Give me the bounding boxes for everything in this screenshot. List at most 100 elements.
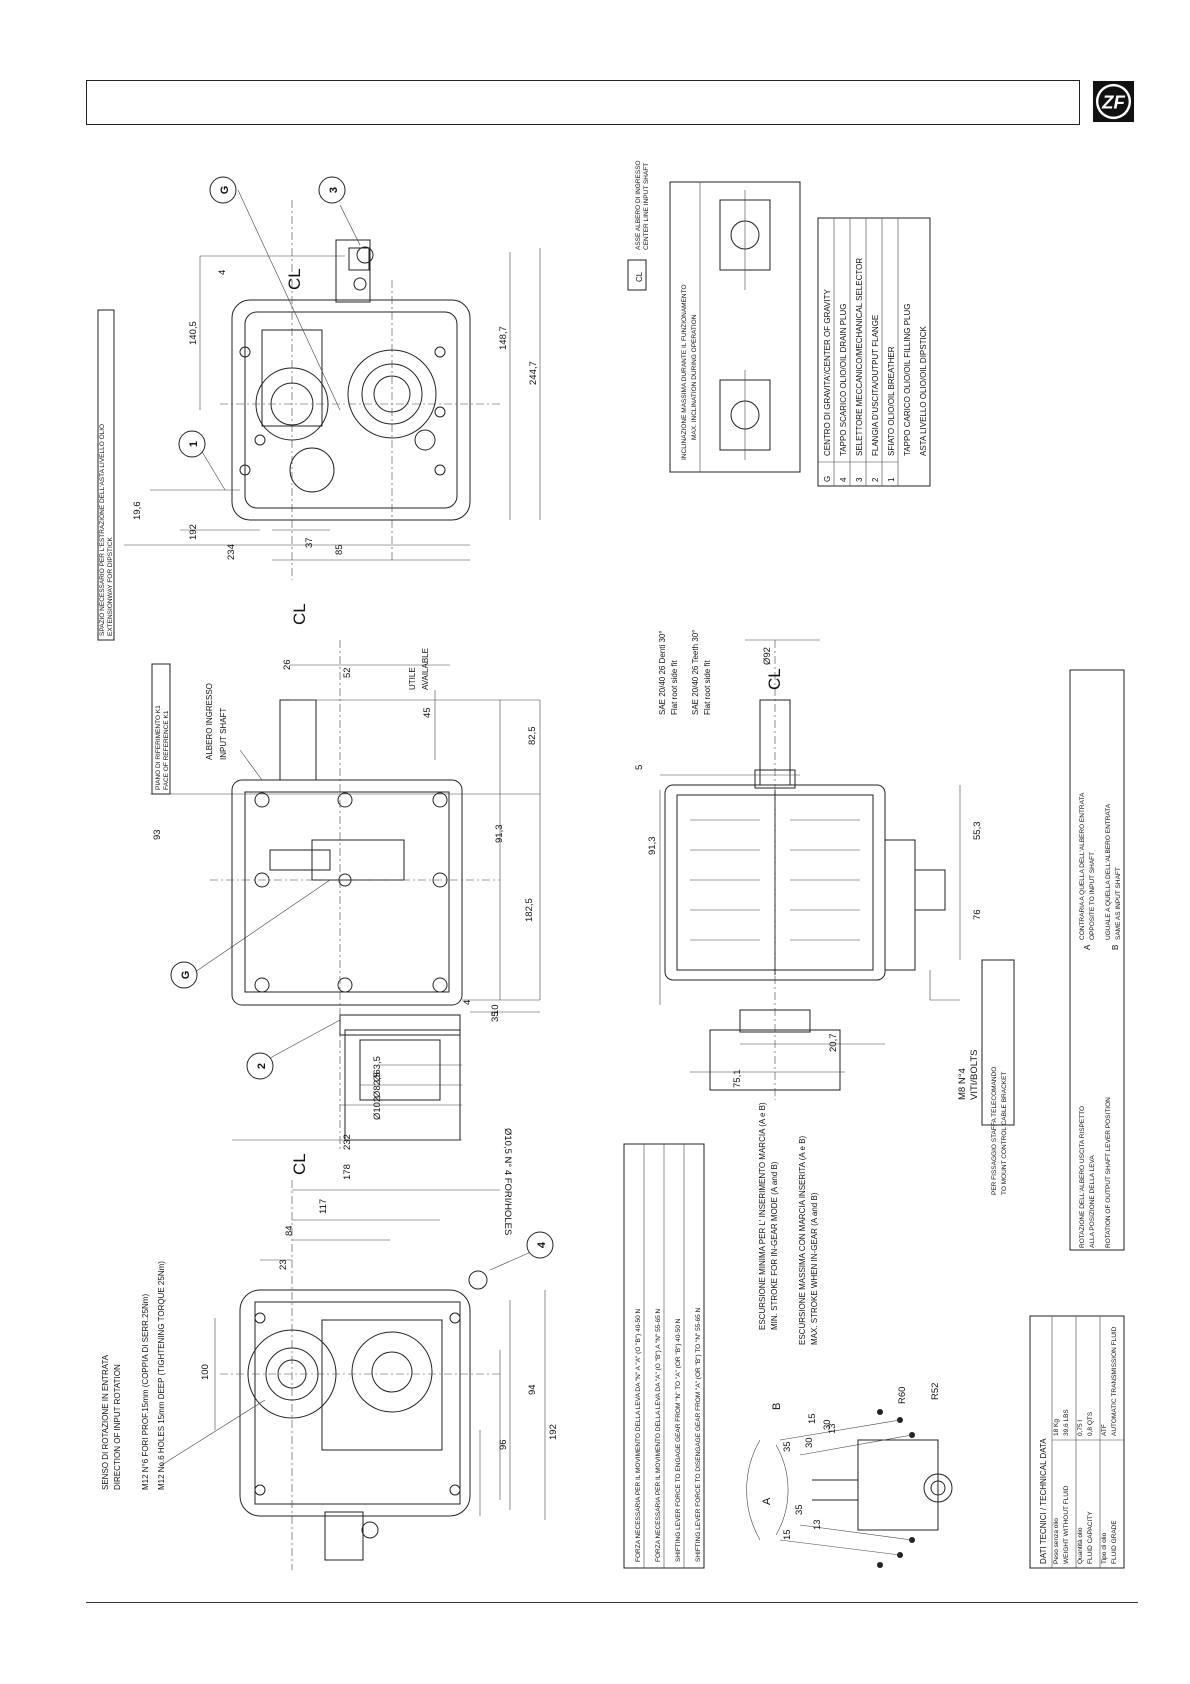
- lever-label-a: A: [761, 1497, 773, 1505]
- dim-output-view-5: 76: [972, 909, 983, 920]
- dim-side-view-9: 10: [490, 1004, 501, 1015]
- legend-key-3: 3: [855, 477, 864, 482]
- title-block: [86, 80, 1080, 125]
- dim-side-view-7: 182,5: [524, 898, 535, 922]
- cl-output: CL: [765, 668, 784, 690]
- dim-side-view-1: 26: [282, 659, 293, 670]
- dipstick-note-en: EXTENSIONWAY FOR DIPSTICK: [107, 536, 114, 636]
- spline-2: SAE 20/40 26 Teeth 30°: [691, 630, 700, 715]
- dim-output-view-4: 55,3: [972, 822, 983, 841]
- max-stroke-en: MAX. STROKE WHEN IN-GEAR (A and B): [810, 1192, 819, 1345]
- dim-front-view-4: 23: [278, 1259, 289, 1270]
- dim-top-view-6: 192: [188, 524, 199, 540]
- dim-top-view-1: 140,5: [188, 321, 199, 345]
- dim-lever-view-8: 13: [827, 1423, 838, 1434]
- dim-top-view-2: 4: [217, 270, 228, 275]
- min-stroke-en: MIN. STROKE FOR IN-GEAR MODE (A and B): [770, 1161, 779, 1330]
- dim-front-view-7: 94: [527, 1384, 538, 1395]
- dim-front-view-5: 100: [200, 1364, 211, 1380]
- legend-text-2: TAPPO SCARICO OLIO/OIL DRAIN PLUG: [839, 304, 848, 456]
- rotation-sense-en: DIRECTION OF INPUT ROTATION: [113, 1364, 122, 1490]
- dim-top-view-5: 19,6: [132, 502, 143, 521]
- dim-top-view-9: 85: [334, 544, 345, 555]
- lever-view: [746, 1409, 953, 1568]
- tech-label-it-3: Tipo di olio: [1101, 1532, 1108, 1564]
- force-row-1: FORZA NECESSARIA PER IL MOVIMENTO DELLA …: [635, 1308, 642, 1562]
- b-note-en: SAME AS INPUT SHAFT: [1115, 867, 1122, 940]
- tech-value-2-3: AUTOMATIC TRANSMISSION FLUID: [1111, 1326, 1118, 1436]
- available-label: AVAILABLE: [421, 648, 430, 690]
- force-row-3: SHIFTING LEVER FORCE TO ENGAGE GEAR FROM…: [675, 1318, 682, 1562]
- tech-value-1-3: ATF: [1101, 1424, 1108, 1436]
- cl-symbol: CL: [635, 271, 644, 282]
- label-a-output: A: [1083, 944, 1092, 950]
- utile-label: UTILE: [408, 667, 417, 690]
- ref-face-en: FACE OF REFERENCE K1: [163, 710, 170, 790]
- tech-value-1-1: 18 Kg: [1053, 1419, 1060, 1436]
- cl-symbol-box: [627, 259, 647, 291]
- dim-front-view-8: 192: [548, 1424, 559, 1440]
- dim-lever-view-9: R60: [897, 1387, 908, 1404]
- callout-4: 4: [536, 1241, 548, 1248]
- legend-key-1: G: [823, 476, 832, 482]
- callout-1: 1: [188, 441, 200, 447]
- spline-2-fit: Flat root side fit: [703, 660, 712, 715]
- dim-side-view-12: Ø82,5: [372, 1072, 383, 1098]
- dim-side-view-10: 35: [490, 1011, 501, 1022]
- rotation-output-it-1: ROTAZIONE DELL'ALBERO USCITA RISPETTO: [1079, 1106, 1086, 1248]
- dim-side-view-6: 91,3: [494, 825, 505, 844]
- rotation-sense-it: SENSO DI ROTAZIONE IN ENTRATA: [101, 1354, 110, 1490]
- dim-side-view-14: 232: [342, 1134, 353, 1150]
- dim-front-view-3: 84: [284, 1225, 295, 1236]
- dim-output-view-3: 91,3: [647, 837, 658, 856]
- callout-g: G: [180, 971, 192, 980]
- legend-key-4: 2: [871, 477, 880, 482]
- legend-text-1: CENTRO DI GRAVITA'/CENTER OF GRAVITY: [823, 288, 832, 456]
- axis-note-en: CENTER LINE INPUT SHAFT: [643, 163, 650, 250]
- flange-holes-note: Ø10,5 N° 4 FORI/HOLES: [502, 1128, 513, 1235]
- a-note-en: OPPOSITE TO INPUT SHAFT: [1089, 852, 1096, 940]
- dim-front-view-2: 117: [318, 1199, 329, 1214]
- dim-output-view-7: 75,1: [732, 1070, 743, 1089]
- callouts: [170, 176, 554, 1259]
- cable-bracket-it: PER FISSAGGIO STAFFA TELECOMANDO: [991, 1067, 998, 1195]
- tech-label-en-3: FLUID GRADE: [1111, 1520, 1118, 1564]
- dim-lever-view-1: 15: [782, 1529, 793, 1540]
- force-table: [623, 1143, 705, 1569]
- callout-2: 2: [256, 1063, 268, 1069]
- tech-label-it-2: Quantità olio: [1077, 1527, 1084, 1564]
- legend-text-6: TAPPO CARICO OLIO/OIL FILLING PLUG: [903, 304, 912, 456]
- bolts-label: VITI/BOLTS: [969, 1049, 980, 1100]
- dim-top-view-4: 244,7: [528, 361, 539, 385]
- dim-output-view-6: 20,7: [828, 1034, 839, 1053]
- output-view: [659, 639, 1015, 1126]
- dim-side-view-2: 52: [342, 667, 353, 678]
- legend-table: [817, 217, 931, 487]
- dim-side-view-8: 4: [462, 1000, 473, 1005]
- inclination-it: INCLINAZIONE MASSIMA DURANTE IL FUNZIONA…: [681, 284, 688, 460]
- tech-data-table: [1029, 1315, 1125, 1569]
- dim-side-view-5: 93: [152, 829, 163, 840]
- holes-note-it: M12 N°6 FORI PROF.15mm (COPPIA DI SERR.2…: [141, 1294, 150, 1490]
- tech-value-2-1: 39,6 LBS: [1063, 1409, 1070, 1436]
- label-b-output: B: [1111, 945, 1120, 950]
- inclination-box: [669, 181, 801, 473]
- rotation-output-it-2: ALLA POSIZIONE DELLA LEVA: [1089, 1155, 1096, 1248]
- dim-top-view-7: 234: [226, 544, 237, 560]
- rotation-output-en: ROTATION OF OUTPUT SHAFT LEVER POSITION: [1105, 1097, 1112, 1248]
- tech-label-it-1: Peso senza olio: [1053, 1518, 1060, 1564]
- dim-lever-view-7: 15: [807, 1413, 818, 1424]
- dim-lever-view-2: 13: [812, 1519, 823, 1530]
- input-shaft-it: ALBERO INGRESSO: [205, 683, 214, 760]
- force-row-4: SHIFTING LEVER FORCE TO DISENGAGE GEAR F…: [695, 1307, 702, 1562]
- dim-lever-view-10: R52: [930, 1383, 941, 1400]
- legend-text-5: SFIATO OLIO/OIL BREATHER: [887, 346, 896, 456]
- legend-text-3: SELETTORE MECCANICO/MECHANICAL SELECTOR: [855, 258, 864, 456]
- cl-lower: CL: [290, 1153, 309, 1175]
- min-stroke-it: ESCURSIONE MINIMA PER L' INSERIMENTO MAR…: [758, 1102, 767, 1330]
- rotation-output-box: [1069, 669, 1125, 1251]
- bottom-rule: [86, 1602, 1138, 1603]
- holes-note-en: M12 No.6 HOLES 15mm DEEP (TIGHTENING TOR…: [157, 1261, 166, 1490]
- lever-label-b: B: [771, 1403, 783, 1410]
